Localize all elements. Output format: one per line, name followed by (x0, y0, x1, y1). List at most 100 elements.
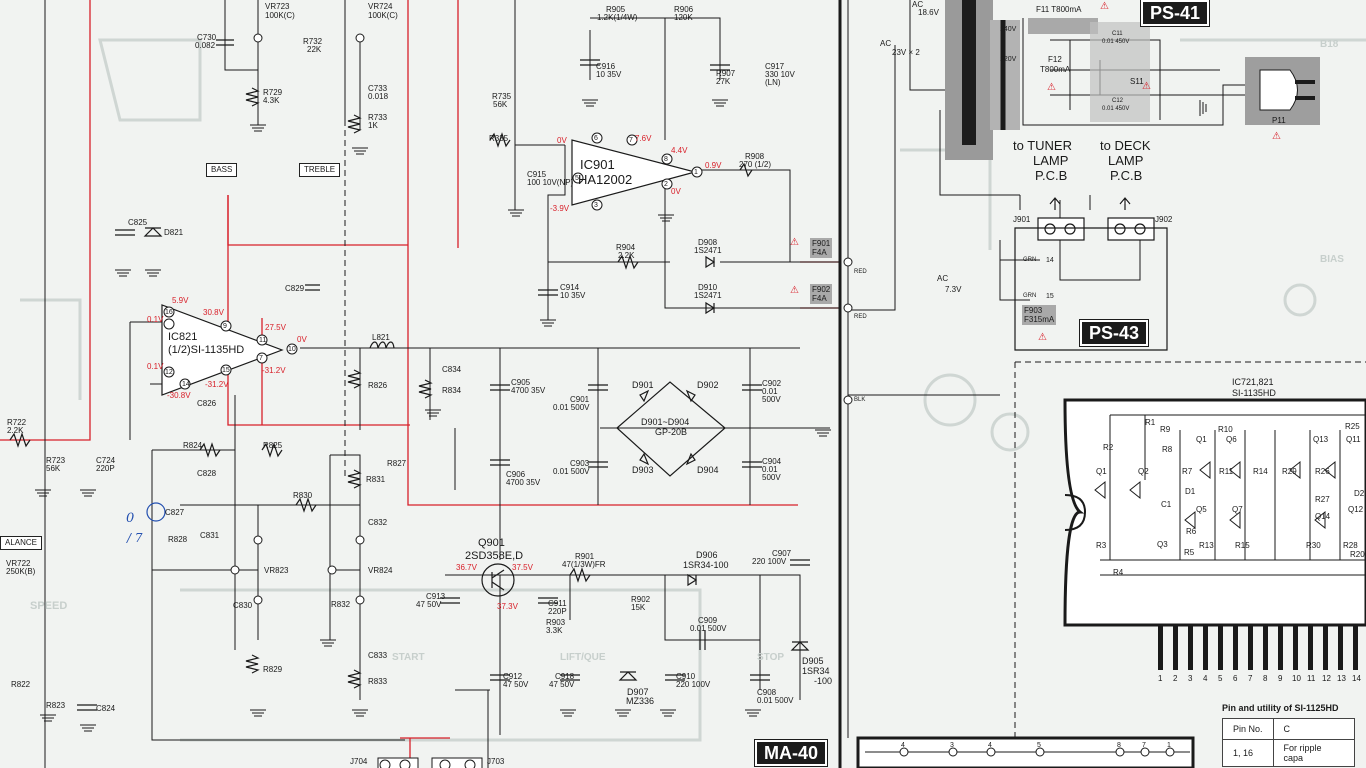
ic-internal-label: Q1 (1096, 467, 1107, 476)
ic721-pin-number: 1 (1158, 674, 1163, 683)
r735-label: R735 (492, 92, 512, 101)
ic821-voltage: -31.2V (205, 380, 229, 389)
r903-label: R903 (546, 618, 566, 627)
c825-label: C825 (128, 218, 148, 227)
ic-internal-label: R11 (1219, 467, 1234, 476)
bottom-connector-pin: 4 (988, 742, 992, 749)
r823-label: R823 (46, 701, 66, 710)
ic-internal-label: R9 (1160, 425, 1171, 434)
c917-type: (LN) (765, 78, 781, 87)
c911-value: 220P (548, 607, 567, 616)
ic-internal-label: D1 (1185, 487, 1196, 496)
r722-label: R722 (7, 418, 27, 427)
ps43-block-label: PS-43 (1078, 319, 1150, 347)
c909-value: 0.01 500V (690, 624, 727, 633)
ic721-pin-number: 6 (1233, 674, 1238, 683)
c908-value: 0.01 500V (757, 696, 794, 705)
c827-label: C827 (165, 508, 185, 517)
connector-j902: J902 (1155, 215, 1173, 224)
pin-utility-table: Pin No. C 1, 16 For ripple capa (1222, 718, 1355, 767)
tuner-lamp-line2: LAMP (1033, 153, 1069, 168)
d910-label: D910 (698, 283, 718, 292)
ic901-pin: 8 (664, 156, 668, 163)
q901-voltage: 37.3V (497, 602, 518, 611)
ic721-pin-number: 8 (1263, 674, 1268, 683)
warning-icon: ⚠ (790, 237, 799, 248)
d907-label: D907 (627, 687, 649, 697)
r830-label: R830 (293, 491, 313, 500)
wire-red-label: RED (854, 269, 867, 275)
c824-label: C824 (96, 704, 116, 713)
ic721-pin-number: 10 (1292, 674, 1301, 683)
vr823-label: VR823 (264, 566, 289, 575)
ic-internal-label: R2 (1103, 443, 1114, 452)
ac-low-label: AC (937, 274, 949, 283)
c916-value: 10 35V (596, 70, 622, 79)
pin-14: 14 (1046, 257, 1054, 264)
ic901-voltage: -3.9V (550, 204, 570, 213)
bridge-label: D901~D904 (641, 417, 690, 427)
c918-label: C918 (555, 672, 575, 681)
ic821-voltage: 5.9V (172, 296, 189, 305)
ic821-pin: 10 (288, 346, 296, 353)
transformer (945, 0, 1020, 160)
ac-mid-label: AC (880, 39, 892, 48)
ic901-voltage: 0.9V (705, 161, 722, 170)
r335-label: R335 (489, 134, 509, 143)
ic-internal-label: Q11 (1346, 435, 1361, 444)
ps41-block-label: PS-41 (1139, 0, 1211, 27)
fuse-f12: F12 (1048, 55, 1062, 64)
c906-value: 4700 35V (506, 478, 541, 487)
ic721-pin-number: 14 (1352, 674, 1361, 683)
c826-label: C826 (197, 399, 217, 408)
c830-label: C830 (233, 601, 253, 610)
c917-value: 330 10V (765, 70, 795, 79)
ic721-pin-number: 3 (1188, 674, 1193, 683)
r904-label: R904 (616, 243, 636, 252)
ic-internal-label: Q2 (1138, 467, 1149, 476)
ic901-ref: IC901 (580, 157, 615, 172)
vr722-value: 250K(B) (6, 567, 36, 576)
ic901-voltage: 7.6V (635, 134, 652, 143)
faded-bg-label: LIFT/QUE (560, 652, 606, 663)
r729-value: 4.3K (263, 96, 280, 105)
ic901-pin: 6 (594, 135, 598, 142)
pin-table-title: Pin and utility of SI-1125HD (1222, 703, 1339, 713)
c733-label: C733 (368, 84, 388, 93)
c908-label: C908 (757, 688, 777, 697)
r735-value: 56K (493, 100, 508, 109)
r834-label: R834 (442, 386, 462, 395)
q901-voltage: 36.7V (456, 563, 477, 572)
fuse-f903-rating: F315mA (1024, 315, 1055, 324)
ic821-voltage: 27.5V (265, 323, 286, 332)
r901-value: 47(1/3W)FR (562, 560, 606, 569)
r723-value: 56K (46, 464, 61, 473)
wire-grn-label: GRN (1023, 293, 1037, 299)
c913-label: C913 (426, 592, 446, 601)
vr824-label: VR824 (368, 566, 393, 575)
ic-internal-label: R30 (1306, 541, 1321, 550)
pin-circles (163, 33, 853, 605)
ic-internal-label: R3 (1096, 541, 1107, 550)
ic-internal-label: Q1 (1196, 435, 1207, 444)
c724-label: C724 (96, 456, 116, 465)
r832-label: R832 (331, 600, 351, 609)
c724-value: 220P (96, 464, 115, 473)
r905-label: R905 (606, 5, 626, 14)
tuner-lamp-line1: to TUNER (1013, 138, 1072, 153)
r824-label: R824 (183, 441, 203, 450)
connector-j901: J901 (1013, 215, 1031, 224)
bottom-connector-pin: 4 (901, 742, 905, 749)
wire-blk-label: BLK (854, 397, 866, 403)
black-wires (44, 0, 1245, 768)
ic-internal-label: R29 (1282, 467, 1297, 476)
d904-label: D904 (697, 465, 719, 475)
ic821-pin: 7 (259, 355, 263, 362)
ic721-pin-number: 9 (1278, 674, 1283, 683)
r831-label: R831 (366, 475, 386, 484)
c905-label: C905 (511, 378, 531, 387)
ic-internal-label: R10 (1218, 425, 1233, 434)
table-row: 1, 16 For ripple capa (1222, 739, 1355, 767)
connector-j704: J704 (350, 757, 368, 766)
ic901-part: HA12002 (578, 172, 633, 187)
